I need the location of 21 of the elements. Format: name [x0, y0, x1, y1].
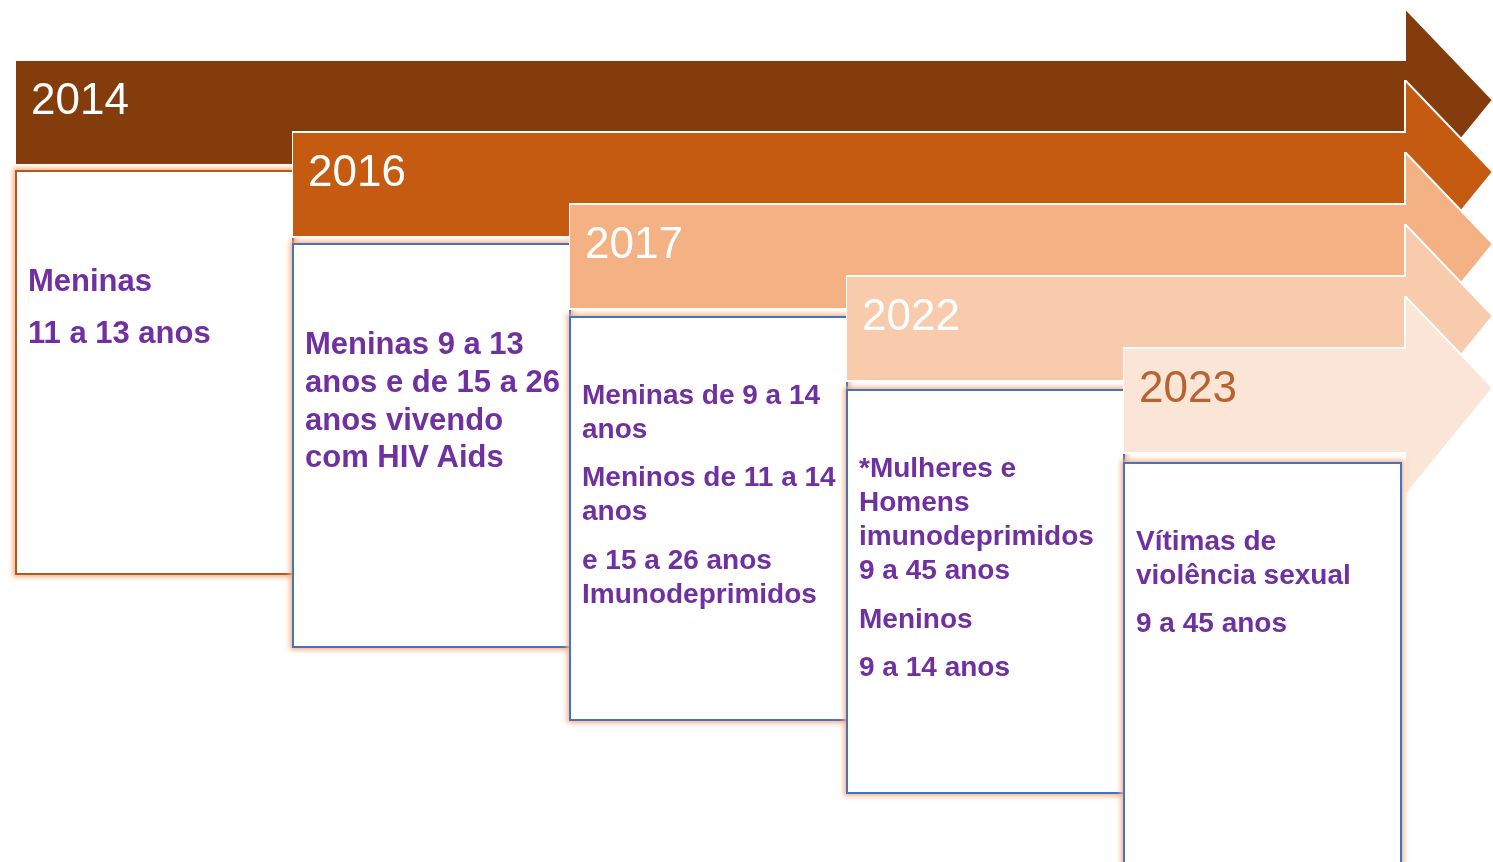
year-label: 2023: [1139, 362, 1237, 412]
info-card: [1123, 462, 1402, 862]
age-group-text: 11 a 13 anos: [28, 313, 212, 352]
year-label: 2017: [585, 218, 683, 268]
age-group-text: 9 a 14 anos: [859, 649, 1011, 684]
year-label: 2016: [308, 146, 406, 196]
info-card: [846, 389, 1125, 794]
info-card: [569, 316, 848, 721]
age-group-text: Meninas 9 a 13 anos e de 15 a 26 anos vivendo com HIV Aids: [305, 325, 561, 477]
age-group-text: *Mulheres e Homens imunodeprimidos 9 a 45 anos: [859, 451, 1095, 588]
info-card: [15, 170, 294, 575]
age-group-text: Vítimas de violência sexual: [1136, 524, 1352, 593]
age-group-text: Meninas de 9 a 14 anos: [582, 378, 822, 447]
info-card: [292, 243, 571, 648]
age-group-text: Meninos de 11 a 14 anos: [582, 460, 837, 529]
age-group-text: e 15 a 26 anos Imunodeprimidos: [582, 542, 818, 611]
year-label: 2022: [862, 290, 960, 340]
year-label: 2014: [31, 74, 129, 124]
age-group-text: Meninos: [859, 601, 974, 636]
age-group-text: Meninas: [28, 262, 154, 300]
age-group-text: 9 a 45 anos: [1136, 606, 1288, 641]
